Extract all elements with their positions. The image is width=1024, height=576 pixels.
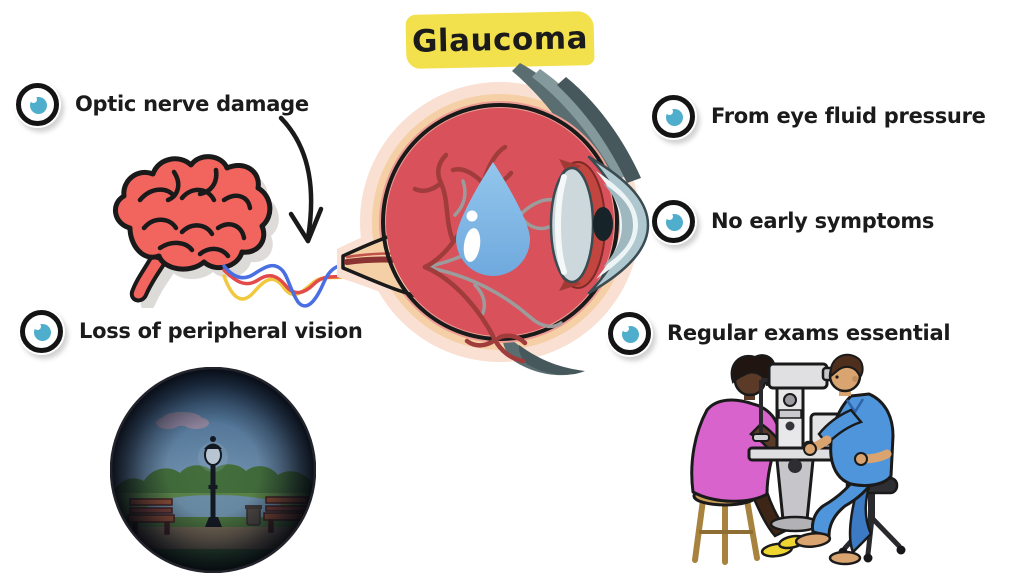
brain-illustration [113,154,279,308]
bullet-regular-exams: Regular exams essential [606,308,951,358]
patient [690,354,807,558]
eye-exam-scene [690,353,906,566]
pupil [593,207,613,241]
eye-icon-iris [30,95,47,114]
eye-icon [650,197,697,245]
bullet-fluid-pressure: From eye fluid pressure [650,91,986,141]
eye-icon-iris [34,322,51,341]
doctor-shoe [794,532,832,548]
page-title: Glaucoma [411,20,589,60]
eye-icon-ring [608,311,651,355]
doctor-shoe [828,550,862,566]
doctor-hand [803,442,817,456]
doctor-vneck [845,398,865,415]
eye-icon [18,307,65,355]
bullet-no-early-symptoms: No early symptoms [650,196,934,246]
doctor-hand [854,452,868,466]
eye-icon-iris [622,324,639,343]
bullet-peripheral-vision: Loss of peripheral vision [18,306,363,356]
cornea [587,155,650,295]
bullet-label: Regular exams essential [667,321,951,345]
doctor-torso [829,392,895,488]
brain-gyri [137,167,253,259]
bullet-label: Loss of peripheral vision [79,319,363,343]
bullet-optic-nerve-damage: Optic nerve damage [14,79,309,129]
eye-lens [549,166,595,284]
eye-icon-ring [20,309,63,353]
bullet-label: No early symptoms [711,209,935,233]
vignette-overlay [111,368,315,572]
brain-stem [129,254,168,303]
eye-cross-section [337,63,650,376]
eye-icon-ring [652,199,695,243]
eye-icon [606,309,653,357]
eye-icon [14,80,61,128]
doctor-hair [829,353,864,380]
doctor [794,353,906,566]
bullet-label: From eye fluid pressure [711,104,986,128]
eyelashes-bottom [502,333,585,376]
brain-body [113,154,273,272]
eye-icon-ring [652,94,695,138]
eye-icon-iris [666,212,683,231]
fluid-droplet [456,162,530,276]
eye-icon-iris [666,107,683,126]
eye-icon [650,92,697,140]
pointer-arrow [278,115,324,244]
patient-dress [690,398,781,503]
bullet-label: Optic nerve damage [75,92,309,116]
tunnel-vision-scene [110,367,316,573]
scene-rim [110,367,316,573]
eye-icon-ring [16,82,59,126]
